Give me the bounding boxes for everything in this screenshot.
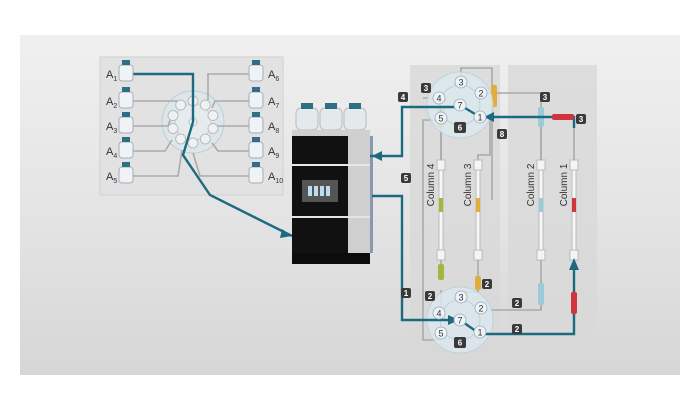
step-badge: 3: [421, 83, 431, 93]
solvent-bottle-right-0: A6: [248, 60, 279, 83]
bottom-valve-port-1: 1: [473, 325, 487, 339]
selector-port: [167, 110, 179, 122]
svg-text:1: 1: [404, 289, 409, 298]
bottle-label: A10: [268, 171, 283, 185]
bottle-label: A9: [268, 146, 279, 160]
svg-text:5: 5: [438, 329, 443, 339]
step-badge: 2: [482, 279, 492, 289]
step-badge: 2: [425, 291, 435, 301]
bottle-label: A3: [106, 121, 117, 135]
bottom-valve-port-6: 6: [454, 337, 466, 348]
step-badge: 3: [576, 114, 586, 124]
selector-port: [175, 99, 187, 111]
bottom-valve-port-7: 7: [453, 313, 467, 327]
column-3: Column 3: [463, 85, 497, 290]
svg-text:3: 3: [458, 78, 463, 88]
bottom-valve-port-5: 5: [434, 326, 448, 340]
svg-text:2: 2: [478, 89, 483, 99]
selector-port: [175, 133, 187, 145]
top-valve-port-4: 4: [432, 91, 446, 105]
solvent-bottle-left-4: A5: [106, 162, 134, 185]
svg-text:3: 3: [458, 293, 463, 303]
selector-port: [167, 122, 179, 134]
svg-text:4: 4: [436, 94, 441, 104]
step-badge: 1: [401, 288, 411, 298]
svg-text:2: 2: [515, 325, 520, 334]
hplc-instrument: [292, 103, 373, 264]
svg-text:7: 7: [457, 101, 462, 111]
selector-port: [207, 122, 219, 134]
selector-port: [199, 133, 211, 145]
solvent-bottle-left-0: A1: [106, 60, 134, 83]
step-badge: 4: [398, 92, 408, 102]
selector-port: [187, 137, 199, 149]
svg-text:6: 6: [458, 124, 463, 133]
bottle-label: A7: [268, 96, 279, 110]
top-valve-port-5: 5: [434, 111, 448, 125]
step-badge: 2: [512, 298, 522, 308]
top-valve-port-6: 6: [454, 122, 466, 133]
step-badge: 8: [497, 129, 507, 139]
svg-text:2: 2: [485, 280, 490, 289]
svg-text:5: 5: [438, 114, 443, 124]
solvent-bottle-right-3: A9: [248, 137, 279, 160]
column-3-label: Column 3: [463, 163, 474, 206]
bottle-label: A6: [268, 69, 279, 83]
svg-text:6: 6: [458, 339, 463, 348]
svg-text:2: 2: [478, 304, 483, 314]
bottle-label: A5: [106, 171, 117, 185]
bottom-valve-port-4: 4: [432, 306, 446, 320]
svg-text:5: 5: [404, 174, 409, 183]
svg-text:2: 2: [515, 299, 520, 308]
step-badge: 5: [401, 173, 411, 183]
step-badge: 2: [512, 324, 522, 334]
bottom-valve-port-2: 2: [474, 301, 488, 315]
top-valve-port-7: 7: [453, 98, 467, 112]
svg-text:3: 3: [424, 84, 429, 93]
bottle-label: A8: [268, 121, 279, 135]
bottle-label: A4: [106, 146, 117, 160]
column-2-label: Column 2: [526, 163, 537, 206]
svg-text:3: 3: [579, 115, 584, 124]
selector-port: [199, 99, 211, 111]
step-badge: 3: [540, 92, 550, 102]
solvent-bottle-left-3: A4: [106, 137, 134, 160]
bottle-label: A1: [106, 69, 117, 83]
svg-text:8: 8: [500, 130, 505, 139]
svg-text:7: 7: [457, 316, 462, 326]
solvent-bottle-right-1: A7: [248, 87, 279, 110]
solvent-bottle-left-1: A2: [106, 87, 134, 110]
svg-text:4: 4: [436, 309, 441, 319]
svg-text:1: 1: [477, 113, 482, 123]
bottle-label: A2: [106, 96, 117, 110]
top-valve-port-3: 3: [454, 75, 468, 89]
bottom-valve-port-3: 3: [454, 290, 468, 304]
column-4-label: Column 4: [426, 163, 437, 206]
svg-text:1: 1: [477, 328, 482, 338]
top-valve-port-1: 1: [473, 110, 487, 124]
solvent-bottle-right-4: A10: [248, 162, 283, 185]
svg-text:2: 2: [428, 292, 433, 301]
svg-text:3: 3: [543, 93, 548, 102]
panel-columns-1-2: [508, 65, 597, 352]
top-valve-port-2: 2: [474, 86, 488, 100]
column-2: Column 2: [526, 107, 546, 305]
solvent-bottle-right-2: A8: [248, 112, 279, 135]
selector-port: [207, 110, 219, 122]
column-1-label: Column 1: [559, 163, 570, 206]
svg-text:4: 4: [401, 93, 406, 102]
solvent-bottle-left-2: A3: [106, 112, 134, 135]
